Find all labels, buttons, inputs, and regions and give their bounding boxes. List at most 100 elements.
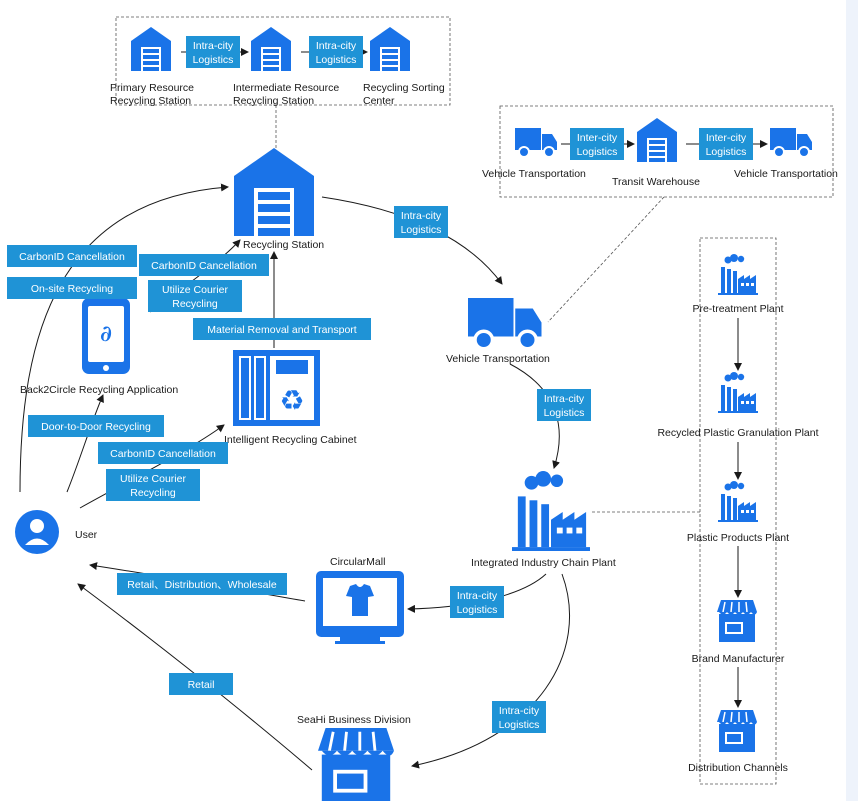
seahi-label: SeaHi Business Division [297,714,411,726]
transit-warehouse-label: Transit Warehouse [612,176,700,188]
svg-text:Retail、Distribution、Wholesale: Retail、Distribution、Wholesale [127,579,277,591]
tag-top-intra-2: Intra-city Logistics [309,36,363,68]
vehicle-right-label: Vehicle Transportation [734,168,838,180]
intermediate-station-icon [251,27,291,71]
svg-text:CarbonID Cancellation: CarbonID Cancellation [110,448,216,460]
plant-chain-label-4: Distribution Channels [688,762,788,774]
svg-text:♻: ♻ [279,384,304,417]
tag-courier-mid: Utilize Courier Recycling [148,280,242,312]
svg-text:On-site Recycling: On-site Recycling [31,283,113,295]
tag-courier-low: Utilize Courier Recycling [106,469,200,501]
vehicle-transport-label: Vehicle Transportation [446,353,550,365]
edge-user-app [66,394,104,493]
tag-onsite: On-site Recycling [7,277,137,299]
right-edge-strip [846,0,858,801]
svg-text:Retail: Retail [188,679,215,691]
cabinet-icon: ♻ [233,350,320,426]
primary-station-label-1: Primary Resource [110,82,194,94]
vehicle-transport-icon [466,296,544,351]
plant-chain-box [699,237,777,785]
primary-station-label-2: Recycling Station [110,95,191,107]
svg-text:Logistics: Logistics [499,719,540,731]
svg-text:Recycling: Recycling [172,298,218,310]
intermediate-station-label-1: Intermediate Resource [233,82,339,94]
integrated-plant-icon [512,471,590,551]
tag-carbonid-low: CarbonID Cancellation [98,442,228,464]
tag-retail: Retail [169,673,233,695]
integrated-plant-label: Integrated Industry Chain Plant [471,557,616,569]
tag-carbonid-mid: CarbonID Cancellation [139,254,269,276]
svg-text:Inter-city: Inter-city [577,132,618,144]
circular-mall-label: CircularMall [330,556,385,568]
recycling-station-label: Recycling Station [243,239,324,251]
edge-seahi-user [77,583,313,771]
user-label: User [75,529,98,541]
svg-text:Utilize Courier: Utilize Courier [162,284,228,296]
tag-retail-distribution: Retail、Distribution、Wholesale [117,573,287,595]
tag-carbonid-top: CarbonID Cancellation [7,245,137,267]
svg-text:Logistics: Logistics [577,146,618,158]
tag-intra-plant-mall: Intra-city Logistics [450,586,504,618]
tag-intra-vehicle-plant: Intra-city Logistics [537,389,591,421]
svg-text:Utilize Courier: Utilize Courier [120,473,186,485]
products-plant-icon [718,481,758,522]
plant-chain-label-0: Pre-treatment Plant [692,303,783,315]
svg-text:Logistics: Logistics [457,604,498,616]
tag-material-removal: Material Removal and Transport [193,318,371,340]
vehicle-right-icon [769,127,813,158]
tag-transit-inter-2: Inter-city Logistics [699,128,753,160]
plant-chain-label-2: Plastic Products Plant [687,532,789,544]
svg-text:Inter-city: Inter-city [706,132,747,144]
brand-manufacturer-icon [716,599,758,643]
plant-chain-label-1: Recycled Plastic Granulation Plant [657,427,818,439]
svg-text:Logistics: Logistics [193,54,234,66]
svg-text:Intra-city: Intra-city [499,705,540,717]
recycling-station-icon [234,148,314,236]
tag-transit-inter-1: Inter-city Logistics [570,128,624,160]
svg-text:Door-to-Door Recycling: Door-to-Door Recycling [41,421,151,433]
svg-text:Logistics: Logistics [401,224,442,236]
primary-station-icon [131,27,171,71]
granulation-plant-icon [718,372,758,413]
intermediate-station-label-2: Recycling Station [233,95,314,107]
svg-text:CarbonID Cancellation: CarbonID Cancellation [151,260,257,272]
vehicle-left-icon [514,127,558,158]
cabinet-label: Intelligent Recycling Cabinet [224,434,357,446]
tag-intra-station-vehicle: Intra-city Logistics [394,206,448,238]
vehicle-left-label: Vehicle Transportation [482,168,586,180]
tag-top-intra-1: Intra-city Logistics [186,36,240,68]
distribution-channels-icon [716,709,758,753]
sorting-center-label-2: Center [363,95,395,107]
sorting-center-label-1: Recycling Sorting [363,82,445,94]
circular-mall-icon [316,571,404,644]
dash-transit-vehicle [547,196,665,323]
transit-chain-box [499,105,834,198]
svg-text:CarbonID Cancellation: CarbonID Cancellation [19,251,125,263]
svg-text:∂: ∂ [100,321,112,347]
app-label: Back2Circle Recycling Application [20,384,178,396]
seahi-store-icon [316,726,396,801]
tag-door-to-door: Door-to-Door Recycling [28,415,164,437]
user-icon [15,510,59,554]
sorting-center-icon [370,27,410,71]
svg-text:Intra-city: Intra-city [457,590,498,602]
svg-text:Logistics: Logistics [316,54,357,66]
svg-text:Recycling: Recycling [130,487,176,499]
svg-text:Logistics: Logistics [544,407,585,419]
plant-chain-label-3: Brand Manufacturer [692,653,785,665]
top-chain-box [115,16,451,106]
edge-plant-seahi [411,573,570,769]
svg-text:Intra-city: Intra-city [316,40,357,52]
transit-warehouse-icon [637,118,677,162]
edge-user-cabinet [79,424,225,509]
tag-intra-plant-seahi: Intra-city Logistics [492,701,546,733]
svg-text:Logistics: Logistics [706,146,747,158]
svg-text:Material Removal and Transport: Material Removal and Transport [207,324,356,336]
svg-text:Intra-city: Intra-city [193,40,234,52]
svg-text:Intra-city: Intra-city [401,210,442,222]
pretreatment-plant-icon [718,254,758,295]
app-phone-icon: ∂ [82,298,130,374]
svg-text:Intra-city: Intra-city [544,393,585,405]
